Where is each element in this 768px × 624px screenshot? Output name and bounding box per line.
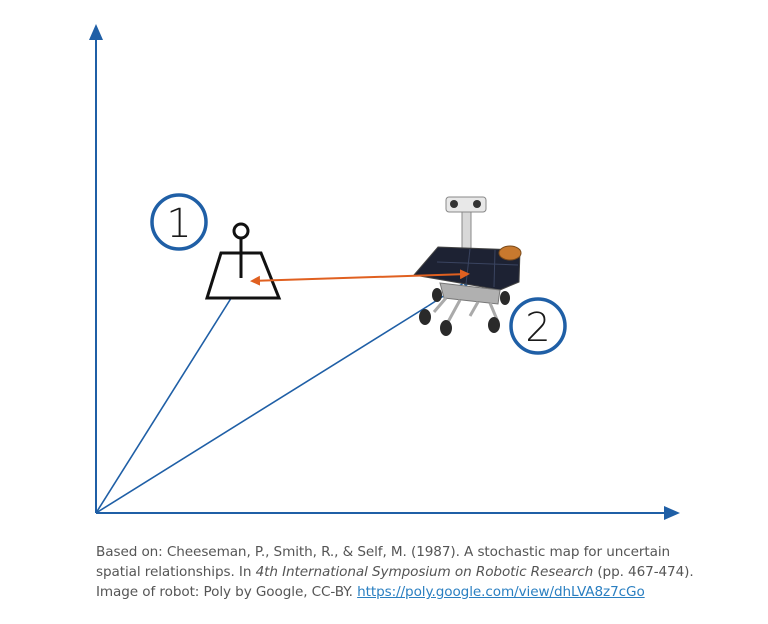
label-circle-1: 1: [150, 193, 208, 251]
caption-line-3: Image of robot: Poly by Google, CC-BY. h…: [96, 582, 756, 602]
landmark-number: 1: [166, 201, 191, 247]
caption-line-1: Based on: Cheeseman, P., Smith, R., & Se…: [96, 542, 756, 562]
label-circle-2: 2: [509, 297, 567, 355]
caption-venue-italic: 4th International Symposium on Robotic R…: [255, 564, 594, 580]
caption-image-credit: Image of robot: Poly by Google, CC-BY.: [96, 584, 358, 600]
y-axis-arrowhead: [89, 24, 103, 40]
robot-icon: [413, 196, 522, 336]
vector-to-robot: [95, 305, 429, 514]
caption-line-2: spatial relationships. In 4th Internatio…: [96, 562, 756, 582]
relation-arrow: [250, 269, 470, 286]
diagram-canvas: 1 2: [89, 24, 680, 520]
caption-pages: (pp. 467-474).: [593, 564, 694, 580]
robot-number: 2: [525, 305, 550, 351]
caption-citation-text: Based on: Cheeseman, P., Smith, R., & Se…: [96, 544, 671, 560]
caption-text: spatial relationships. In: [96, 564, 256, 580]
source-link[interactable]: https://poly.google.com/view/dhLVA8z7cGo: [357, 584, 645, 600]
axes: [89, 24, 680, 520]
x-axis-arrowhead: [664, 506, 680, 520]
vector-to-landmark: [95, 282, 242, 514]
caption: Based on: Cheeseman, P., Smith, R., & Se…: [96, 542, 756, 602]
landmark-icon: [204, 222, 282, 300]
